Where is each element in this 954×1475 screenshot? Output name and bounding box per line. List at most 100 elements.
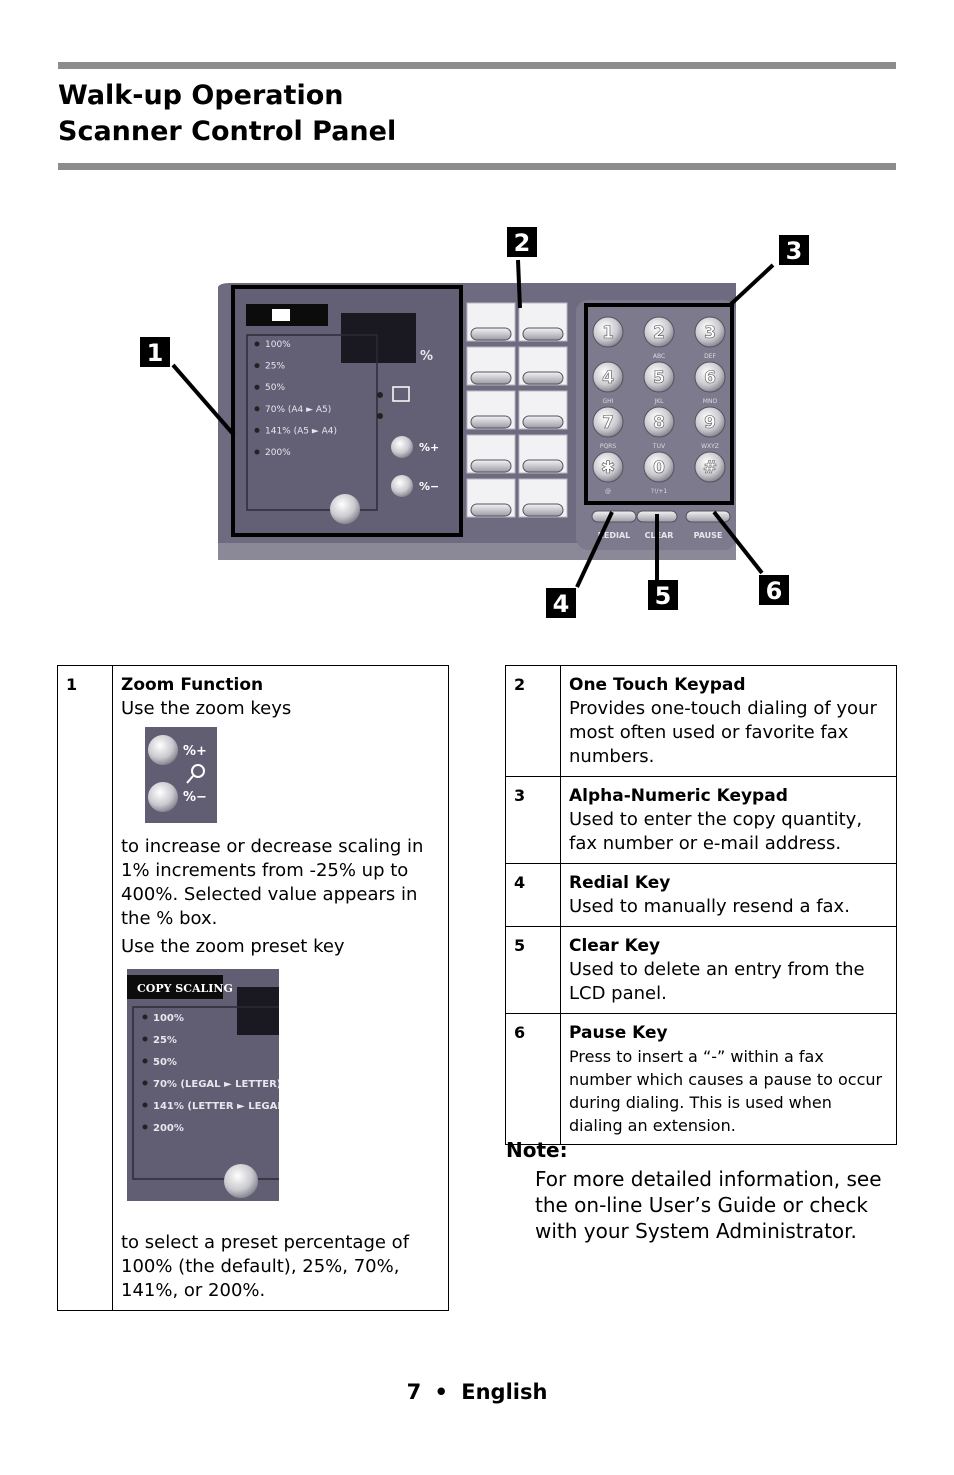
keypad-key[interactable]	[694, 316, 726, 348]
keypad-letters: @	[605, 488, 611, 495]
function-key[interactable]	[685, 510, 731, 523]
item-number: 4	[505, 863, 561, 927]
callout-box	[648, 580, 678, 610]
callout-number: 2	[514, 229, 531, 257]
zoom-level-led	[254, 363, 260, 369]
callout-number: 1	[147, 339, 164, 367]
footer-language: English	[461, 1380, 548, 1404]
one-touch-key[interactable]	[522, 371, 564, 385]
title-rule	[58, 163, 896, 170]
keypad-digit: 6	[704, 368, 716, 388]
preset-level-label: 141% (LETTER ► LEGAL)	[153, 1101, 279, 1112]
zoom-level-label: 100%	[265, 340, 291, 350]
preset-level-label: 25%	[153, 1035, 177, 1046]
keypad-digit: 3	[704, 323, 716, 343]
keypad-key[interactable]	[694, 451, 726, 483]
title-line-1: Walk-up Operation	[58, 80, 344, 111]
one-touch-key[interactable]	[470, 415, 512, 429]
keypad-key[interactable]	[643, 316, 675, 348]
zoom-keys-intro: Use the zoom keys	[121, 698, 292, 719]
keypad-key[interactable]	[694, 361, 726, 393]
function-key-label: REDIAL	[598, 531, 631, 540]
zoom-level-label: 200%	[265, 448, 291, 458]
one-touch-key[interactable]	[522, 327, 564, 341]
footer-bullet: •	[434, 1380, 448, 1404]
item-text: Provides one-touch dialing of your most …	[569, 698, 877, 767]
one-touch-key[interactable]	[522, 503, 564, 517]
callout-number: 5	[655, 582, 672, 610]
callout-box	[759, 575, 789, 605]
keypad-key[interactable]	[643, 406, 675, 438]
zoom-minus-icon: %−	[183, 790, 207, 805]
note-heading: Note:	[506, 1138, 568, 1162]
keypad-digit: 5	[653, 368, 665, 388]
zoom-keys-description: to increase or decrease scaling in 1% in…	[121, 836, 424, 929]
keypad-digit: 0	[653, 458, 665, 478]
preset-level-label: 100%	[153, 1013, 184, 1024]
preset-level-led	[142, 1036, 148, 1042]
function-key[interactable]	[591, 510, 637, 523]
table-row: 1 Zoom Function Use the zoom keys %+ %− …	[57, 665, 449, 1311]
zoom-function-table: 1 Zoom Function Use the zoom keys %+ %− …	[57, 665, 449, 1311]
one-touch-key[interactable]	[470, 459, 512, 473]
callout-box	[779, 235, 809, 265]
preset-level-label: 200%	[153, 1123, 184, 1134]
title-line-2: Scanner Control Panel	[58, 116, 397, 147]
keypad-letters: ?!/+1	[651, 488, 668, 495]
preset-key-image: COPY SCALING 100%25%50%70% (LEGAL ► LETT…	[127, 969, 279, 1201]
percent-sign: %	[420, 349, 433, 364]
preset-level-led	[142, 1058, 148, 1064]
item-number: 3	[505, 776, 561, 864]
keypad-key[interactable]	[694, 406, 726, 438]
keypad-letters: MNO	[703, 398, 718, 405]
keypad-key[interactable]	[592, 361, 624, 393]
one-touch-key[interactable]	[470, 503, 512, 517]
item-heading: Clear Key	[569, 936, 661, 956]
zoom-level-led	[254, 406, 260, 412]
note-text: For more detailed information, see the o…	[535, 1167, 882, 1243]
one-touch-key[interactable]	[522, 415, 564, 429]
zoom-level-label: 141% (A5 ► A4)	[265, 426, 337, 436]
preset-level-led	[142, 1124, 148, 1130]
keypad-digit: 9	[704, 413, 716, 433]
preset-key-description: to select a preset percentage of 100% (t…	[121, 1232, 410, 1301]
preset-level-label: 70% (LEGAL ► LETTER)	[153, 1079, 279, 1090]
item-heading: Pause Key	[569, 1023, 668, 1043]
item-number: 1	[57, 665, 113, 1311]
keypad-letters: ABC	[653, 353, 665, 360]
page-number: 7	[406, 1380, 422, 1404]
keypad-key[interactable]	[592, 316, 624, 348]
zoom-level-led	[254, 341, 260, 347]
item-text: Used to manually resend a fax.	[569, 896, 850, 917]
keypad-key[interactable]	[592, 406, 624, 438]
keypad-key[interactable]	[643, 361, 675, 393]
keypad-letters: PQRS	[600, 443, 617, 450]
callout-box	[546, 588, 576, 618]
one-touch-key[interactable]	[522, 459, 564, 473]
preset-level-label: 50%	[153, 1057, 177, 1068]
one-touch-key[interactable]	[470, 371, 512, 385]
keypad-key[interactable]	[643, 451, 675, 483]
item-text: Used to enter the copy quantity, fax num…	[569, 809, 863, 854]
keypad-letters: WXYZ	[701, 443, 719, 450]
keypad-digit: 8	[653, 413, 665, 433]
keypad-digit: 4	[602, 368, 614, 388]
one-touch-key[interactable]	[470, 327, 512, 341]
zoom-level-label: 70% (A4 ► A5)	[265, 405, 331, 415]
keypad-letters: TUV	[652, 443, 666, 450]
zoom-keys-image: %+ %−	[145, 727, 217, 823]
keypad-letters: JKL	[653, 398, 664, 405]
zoom-plus-label: %+	[419, 441, 439, 454]
keypad-key[interactable]	[592, 451, 624, 483]
item-heading: One Touch Keypad	[569, 675, 746, 695]
item-text: Used to delete an entry from the LCD pan…	[569, 959, 865, 1004]
item-heading: Redial Key	[569, 873, 671, 893]
preset-level-led	[142, 1102, 148, 1108]
